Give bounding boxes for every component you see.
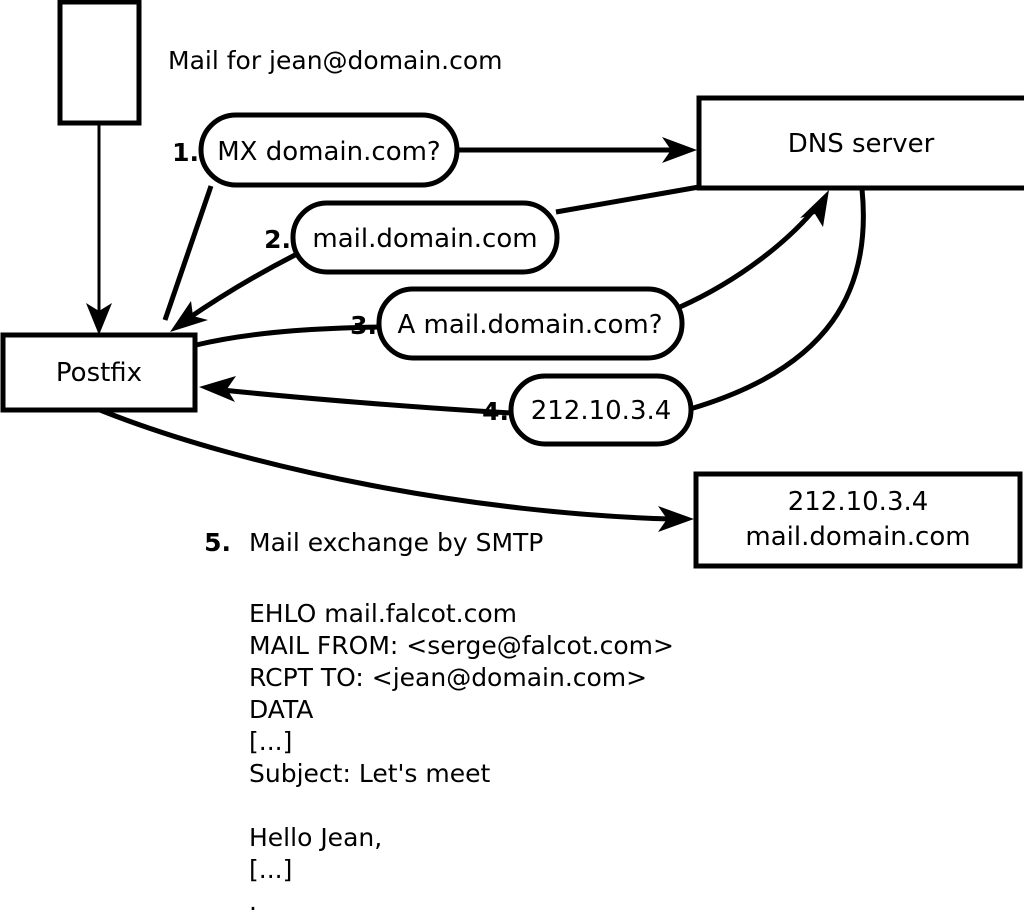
step-label-3: A mail.domain.com?	[398, 310, 663, 340]
postfix-box	[0, 332, 198, 413]
dns-server-box	[696, 95, 1024, 191]
destination-box	[693, 471, 1023, 569]
sender-to-postfix-arrowhead	[86, 303, 112, 335]
step-label-5: Mail exchange by SMTP	[249, 528, 543, 557]
transcript-line-3: DATA	[249, 695, 313, 724]
edge-a-answer-to-postfix	[221, 387, 513, 416]
page-title: Mail for jean@domain.com	[168, 46, 503, 75]
step-number-3: 3.	[350, 311, 377, 340]
step-label-4: 212.10.3.4	[531, 396, 672, 426]
step-label-1: MX domain.com?	[217, 137, 440, 167]
edge-a-answer-arrowhead	[199, 376, 236, 402]
transcript-line-1: MAIL FROM: <serge@falcot.com>	[249, 631, 674, 660]
postfix-label: Postfix	[56, 358, 142, 388]
transcript-line-9: .	[249, 887, 257, 916]
edge-mx-answer-arrowhead	[170, 301, 208, 332]
transcript-line-4: [...]	[249, 727, 292, 756]
edge-mx-answer-to-postfix	[184, 252, 297, 323]
edge-postfix-to-a-query	[195, 324, 381, 348]
bubble-mx-query	[198, 112, 460, 188]
edge-smtp-arrowhead	[658, 506, 694, 532]
dns-server-label: DNS server	[788, 129, 935, 159]
edge-dns-to-a-answer	[689, 188, 866, 412]
transcript-line-5: Subject: Let's meet	[249, 759, 490, 788]
edge-dns-to-mx-answer	[555, 184, 700, 215]
transcript-line-8: [...]	[249, 855, 292, 884]
edge-postfix-to-mx-bubble	[162, 185, 214, 321]
sender-box	[57, 0, 142, 126]
step-number-1: 1.	[172, 138, 199, 167]
destination-ip: 212.10.3.4	[788, 487, 929, 517]
step-number-4: 4.	[482, 397, 509, 426]
edge-postfix-to-destination	[99, 407, 673, 522]
edge-mx-query-arrowhead	[662, 137, 697, 163]
edge-a-query-arrowhead	[800, 190, 829, 227]
edge-a-query-to-dns	[678, 203, 820, 310]
bubble-mx-answer	[290, 200, 560, 275]
step-number-2: 2.	[264, 225, 291, 254]
destination-hostname: mail.domain.com	[745, 522, 970, 552]
step-label-2: mail.domain.com	[312, 224, 537, 254]
bubble-a-answer	[508, 373, 694, 447]
transcript-line-2: RCPT TO: <jean@domain.com>	[249, 663, 647, 692]
transcript-line-7: Hello Jean,	[249, 823, 382, 852]
smtp-transcript: EHLO mail.falcot.com MAIL FROM: <serge@f…	[249, 599, 674, 916]
step-number-5: 5.	[204, 528, 231, 557]
bubble-a-query	[376, 286, 685, 361]
transcript-line-0: EHLO mail.falcot.com	[249, 599, 517, 628]
